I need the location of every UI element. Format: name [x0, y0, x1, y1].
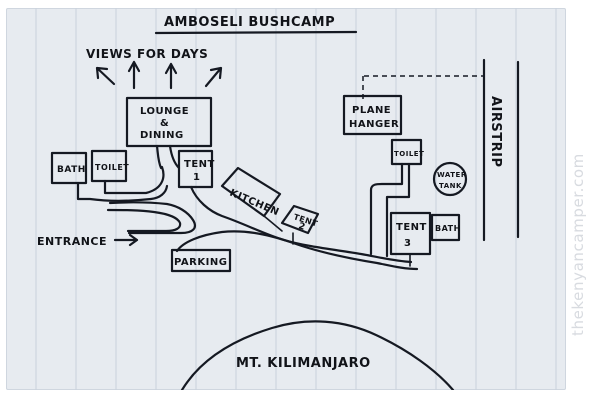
tent-3-label-line-1: TENT: [396, 222, 427, 233]
views-group: VIEWS FOR DAYS: [86, 47, 223, 90]
plane-hanger-line-2: HANGER: [349, 119, 399, 130]
left-toilet-building: TOILET: [90, 149, 129, 183]
entrance-label: ENTRANCE: [37, 235, 107, 248]
path-lounge-to-tent1: [168, 144, 181, 170]
paths-group: [76, 75, 484, 271]
path-lounge-to-center-1: [155, 144, 163, 170]
tent-2-label-line-1: TENT: [292, 212, 319, 228]
views-arrow-2: [127, 60, 141, 90]
left-bath-box: [50, 151, 88, 185]
left-toilet-box: [90, 149, 128, 183]
right-bath-box: [430, 213, 461, 242]
left-toilet-label: TOILET: [95, 163, 129, 172]
plane-hanger-box: [342, 94, 403, 136]
path-hanger-junction-right: [385, 162, 411, 258]
camp-diagram-svg: AMBOSELI BUSHCAMP VIEWS FOR DAYS LOUNGE …: [35, 8, 557, 390]
lounge-dining-building: LOUNGE & DINING: [125, 96, 213, 148]
mountain-outline: [180, 320, 455, 390]
water-tank: WATER TANK: [432, 161, 468, 197]
tent-2-building: TENT 2: [280, 204, 320, 235]
title-underline: [154, 30, 358, 35]
water-tank-line-1: WATER: [437, 171, 467, 179]
tent-3-label-line-2: 3: [404, 238, 411, 249]
lounge-line-2: &: [160, 118, 169, 129]
plane-hanger-line-1: PLANE: [352, 105, 391, 116]
left-bath-label: BATH: [57, 165, 86, 175]
lounge-line-1: LOUNGE: [140, 106, 189, 117]
tent-1-building: TENT 1: [177, 149, 215, 189]
tent-3-building: TENT 3: [389, 211, 432, 256]
path-toilet-to-lounge: [103, 165, 165, 195]
path-parking-to-tent3-bottom: [175, 230, 419, 271]
views-arrow-3: [164, 62, 178, 90]
water-tank-line-2: TANK: [439, 182, 462, 190]
paper-lines: [35, 8, 557, 390]
parking-label: PARKING: [174, 257, 227, 268]
path-main-loop-upper: [108, 201, 197, 235]
right-toilet-label: TOILET: [394, 150, 424, 158]
views-label: VIEWS FOR DAYS: [86, 47, 208, 61]
entrance-group: ENTRANCE: [37, 233, 139, 248]
path-hanger-junction-left: [369, 162, 404, 256]
plane-hanger-building: PLANE HANGER: [342, 94, 403, 136]
lined-paper: AMBOSELI BUSHCAMP VIEWS FOR DAYS LOUNGE …: [6, 8, 566, 390]
airstrip-label: AIRSTRIP: [488, 96, 503, 168]
kitchen-box: [220, 166, 282, 218]
lounge-line-3: DINING: [140, 130, 184, 141]
water-tank-circle: [432, 161, 468, 197]
airstrip-group: AIRSTRIP: [482, 58, 520, 242]
views-arrow-4: [204, 66, 223, 88]
parking-group: PARKING: [170, 248, 232, 273]
mountain-group: MT. KILIMANJARO: [180, 320, 455, 390]
mountain-label: MT. KILIMANJARO: [236, 356, 371, 371]
diagram-title: AMBOSELI BUSHCAMP: [164, 15, 335, 30]
kitchen-building: KITCHEN: [220, 166, 282, 218]
right-bath-building: BATH: [430, 213, 461, 242]
path-kitchen-to-tent2: [263, 215, 283, 232]
views-arrow-1: [95, 66, 116, 86]
right-bath-label: BATH: [435, 224, 461, 233]
tent-2-box: [280, 204, 320, 235]
left-bath-building: BATH: [50, 151, 88, 185]
site-watermark: thekenyancamper.com: [569, 153, 587, 336]
tent-1-label-line-2: 1: [193, 172, 200, 183]
right-toilet-box: [390, 138, 423, 166]
tent-1-label-line-1: TENT: [184, 159, 215, 170]
path-main-loop-lower: [106, 208, 182, 233]
tent-2-label-line-2: 2: [297, 221, 307, 233]
parking-box: [170, 248, 232, 273]
entrance-arrow: [113, 233, 139, 247]
path-bath-toilet-loop: [76, 181, 169, 202]
title-group: AMBOSELI BUSHCAMP: [154, 15, 358, 35]
right-toilet-building: TOILET: [390, 138, 424, 166]
